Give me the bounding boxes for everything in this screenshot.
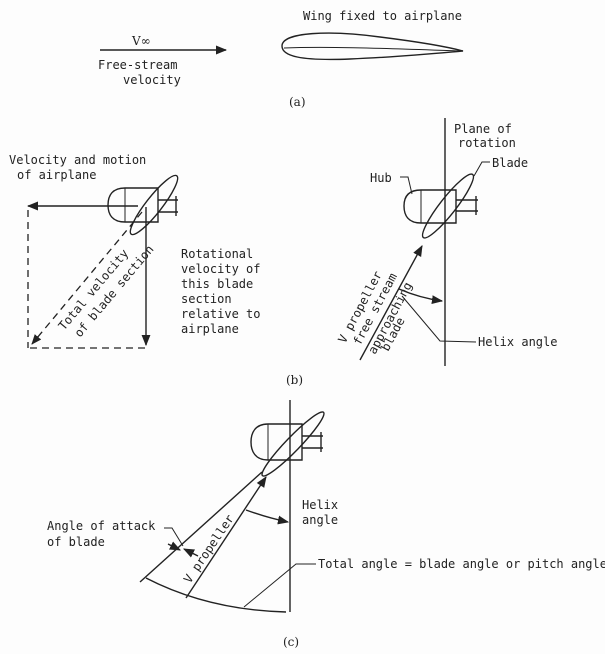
v-prop-label-c: V propeller bbox=[181, 512, 237, 586]
caption-a: (a) bbox=[289, 95, 306, 109]
rotation-label: rotation bbox=[458, 136, 516, 150]
helix-angle-label: Helix angle bbox=[478, 335, 557, 349]
attack-arrow-2 bbox=[182, 548, 199, 558]
caption-c: (c) bbox=[283, 635, 299, 649]
airfoil-shape bbox=[281, 32, 464, 61]
blade-left bbox=[129, 174, 179, 236]
of-blade-label: of blade bbox=[47, 535, 105, 549]
panel-c: V propeller Helix angle Angle of attack … bbox=[47, 400, 605, 649]
v-infinity-label: V∞ bbox=[131, 34, 151, 48]
airfoil-chord-line bbox=[283, 46, 463, 52]
panel-b-right: Plane of rotation Hub Blade V propeller … bbox=[335, 118, 557, 366]
velocity-motion-label: Velocity and motion bbox=[9, 153, 146, 167]
panel-a: V∞ Free-stream velocity Wing fixed to ai… bbox=[98, 9, 464, 109]
helix-arc-c bbox=[245, 509, 290, 525]
angle-attack-leader bbox=[164, 527, 184, 547]
total-angle-arc bbox=[145, 577, 287, 613]
hub-c bbox=[250, 423, 303, 461]
rotational-line-3: section bbox=[181, 292, 232, 306]
of-airplane-label: of airplane bbox=[17, 168, 96, 182]
helix-label-c: Helix bbox=[302, 498, 338, 512]
angle-label-c: angle bbox=[302, 513, 338, 527]
hub-label: Hub bbox=[370, 171, 392, 185]
hub-leader bbox=[400, 176, 413, 195]
free-stream-velocity-label: velocity bbox=[123, 73, 181, 87]
plane-of-label: Plane of bbox=[454, 122, 512, 136]
attack-arrow-1 bbox=[167, 541, 182, 551]
blade-label: Blade bbox=[492, 156, 528, 170]
hub-left bbox=[107, 187, 159, 223]
free-stream-label: Free-stream bbox=[98, 58, 177, 72]
v-propeller-arrow bbox=[359, 245, 423, 361]
caption-b: (b) bbox=[286, 373, 303, 387]
blade-c bbox=[261, 411, 325, 477]
blade-right bbox=[421, 173, 475, 239]
total-angle-leader bbox=[243, 563, 316, 608]
helix-leader bbox=[401, 295, 477, 343]
rotational-line-1: velocity of bbox=[181, 262, 260, 276]
blade-leader bbox=[473, 161, 490, 177]
total-velocity-dashed bbox=[31, 211, 143, 345]
panel-b-left: Velocity and motion of airplane Total ve… bbox=[9, 153, 303, 387]
rotational-line-5: airplane bbox=[181, 322, 239, 336]
wing-fixed-title: Wing fixed to airplane bbox=[303, 9, 462, 23]
helix-arc bbox=[398, 288, 444, 305]
chord-line bbox=[139, 471, 263, 583]
rotational-line-0: Rotational bbox=[181, 247, 253, 261]
v-propeller-arrow-c bbox=[185, 476, 267, 599]
total-angle-label: Total angle = blade angle or pitch angle bbox=[318, 557, 605, 571]
rotational-line-2: this blade bbox=[181, 277, 253, 291]
angle-attack-label: Angle of attack bbox=[47, 519, 156, 533]
rotational-line-4: relative to bbox=[181, 307, 260, 321]
